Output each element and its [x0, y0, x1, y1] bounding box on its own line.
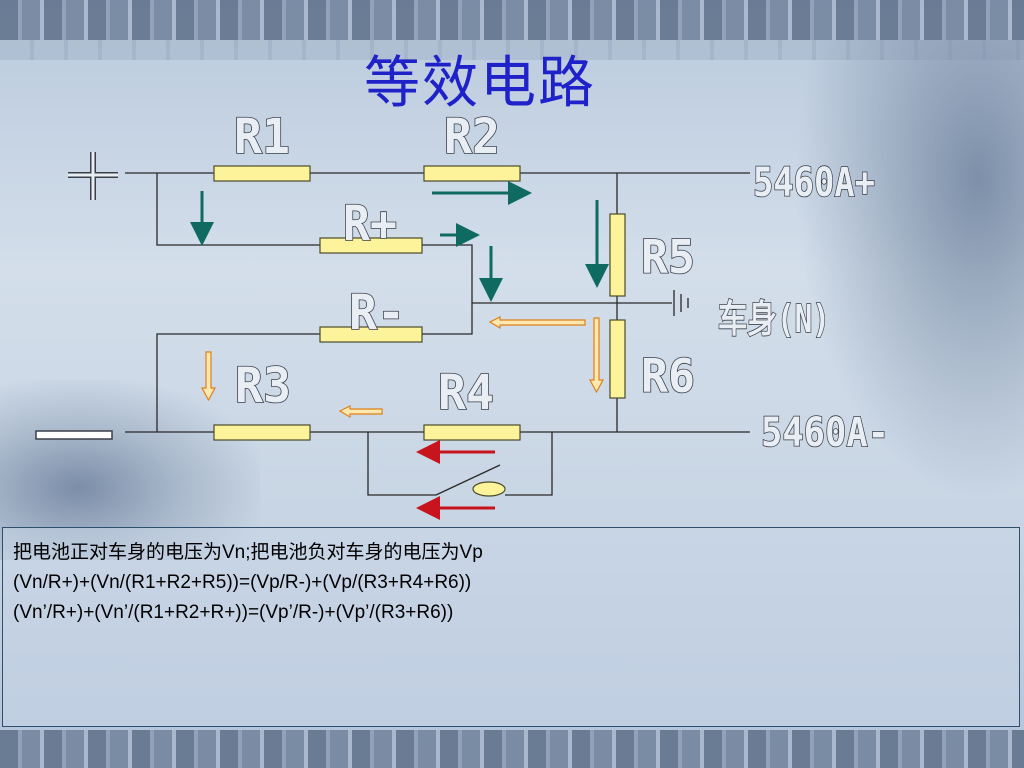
label-r-minus: R-	[349, 285, 405, 341]
top-border-decoration	[0, 0, 1024, 40]
current-arrow-left-junction	[488, 316, 586, 330]
wire-to-r-plus	[156, 173, 320, 246]
equation-line-3: (Vn’/R+)+(Vn’/(R1+R2+R+))=(Vp’/R-)+(Vp’/…	[13, 602, 454, 623]
label-chassis: 车身(N)	[718, 297, 830, 341]
bottom-border-decoration	[0, 730, 1024, 768]
label-r5: R5	[641, 230, 695, 284]
slide-title: 等效电路	[364, 51, 596, 116]
equation-line-1: 把电池正对车身的电压为Vn;把电池负对车身的电压为Vp	[13, 542, 483, 563]
current-arrow-down-r3	[200, 351, 217, 402]
wires	[125, 172, 750, 496]
current-arrow-left-r4	[338, 405, 383, 419]
label-r6: R6	[641, 349, 695, 403]
label-r3: R3	[235, 358, 291, 414]
resistor-r-plus	[319, 237, 423, 254]
negative-terminal-icon	[35, 430, 113, 440]
ground-icon	[673, 290, 689, 316]
resistor-r6	[609, 319, 626, 399]
label-r4: R4	[438, 365, 494, 421]
wire-switch-right	[505, 432, 553, 496]
label-5460a-plus: 5460A+	[753, 160, 875, 206]
label-r1: R1	[234, 109, 290, 165]
equation-textbox: 把电池正对车身的电压为Vn;把电池负对车身的电压为Vp (Vn/R+)+(Vn/…	[2, 527, 1020, 727]
label-r2: R2	[444, 109, 500, 165]
resistor-r-minus	[319, 326, 423, 343]
label-5460a-minus: 5460A-	[761, 410, 889, 456]
equation-line-2: (Vn/R+)+(Vn/(R1+R2+R5))=(Vp/R-)+(Vp/(R3+…	[13, 572, 472, 593]
resistor-r2	[423, 165, 521, 182]
background-art-right	[794, 40, 1024, 500]
resistor-r3	[213, 424, 311, 441]
wire-junction-to-r-minus	[422, 303, 473, 335]
resistor-r1	[213, 165, 311, 182]
positive-terminal-icon	[68, 152, 118, 200]
wire-r-minus-to-bottom	[156, 333, 320, 432]
label-r-plus: R+	[343, 196, 397, 252]
switch-lamp-icon	[472, 481, 506, 497]
wall-decoration	[0, 40, 1024, 60]
resistor-r4	[423, 424, 521, 441]
resistor-r5	[609, 213, 626, 297]
current-arrow-down-r6	[588, 317, 605, 394]
wire-r-plus-to-junction	[422, 244, 617, 304]
switch-blade	[435, 464, 501, 496]
wire-switch-left	[367, 432, 436, 496]
